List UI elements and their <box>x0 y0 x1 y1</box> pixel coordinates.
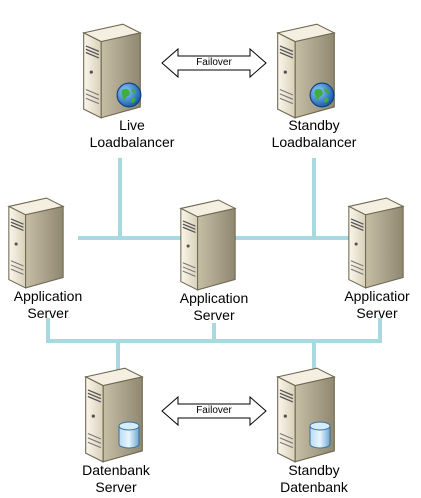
standby-database-label: Standby Datenbank <box>280 462 348 495</box>
globe-icon <box>116 82 142 108</box>
database-server-label: Datenbank Server <box>82 462 150 495</box>
application-server-center-label: Application Server <box>179 290 249 323</box>
failover-arrow-icon <box>161 395 267 427</box>
standby-loadbalancer-label: Standby Loadbalancer <box>271 117 357 150</box>
failover-label-top: Failover <box>196 57 232 68</box>
application-server-center-icon <box>180 199 236 291</box>
application-server-right-label: Applicatior Server <box>344 288 410 321</box>
application-server-left-icon <box>8 197 64 289</box>
application-server-right-icon <box>348 197 404 289</box>
globe-icon <box>309 82 335 108</box>
database-icon <box>309 421 331 449</box>
live-loadbalancer-label: Live Loadbalancer <box>89 117 175 150</box>
database-icon <box>118 421 140 449</box>
failover-label-bottom: Failover <box>196 405 232 416</box>
application-server-left-label: Application Server <box>13 288 83 321</box>
failover-arrow-icon <box>161 47 267 79</box>
